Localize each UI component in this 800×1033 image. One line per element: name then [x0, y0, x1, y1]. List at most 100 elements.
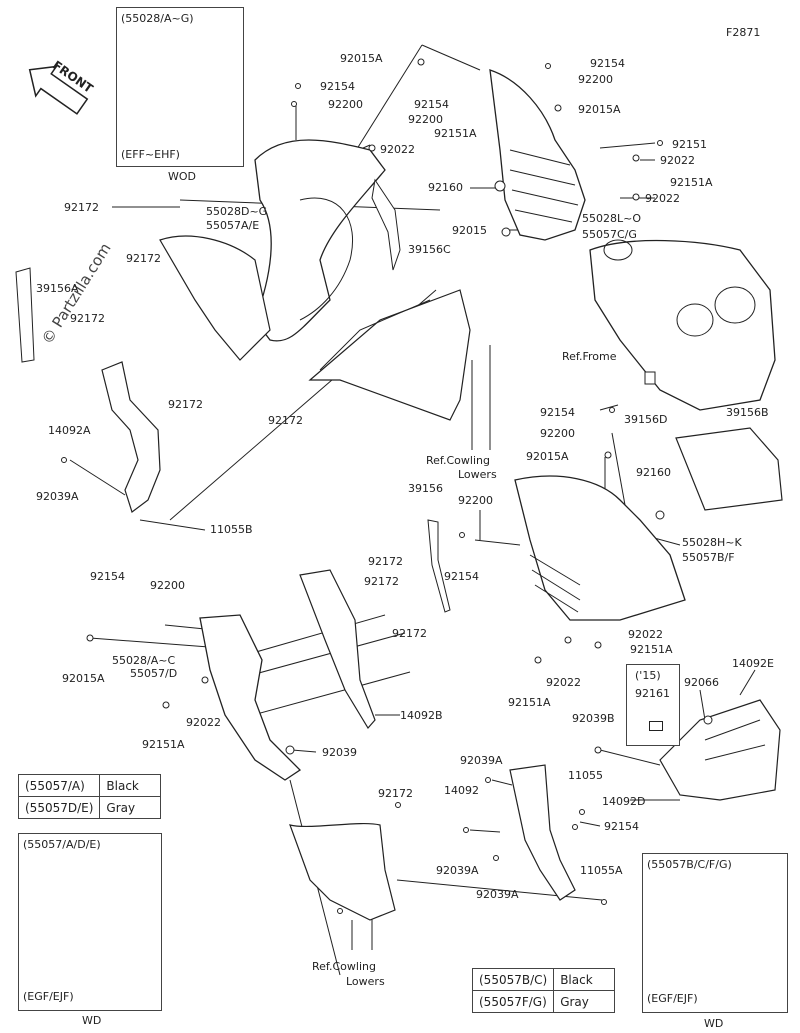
part-label: 92172	[392, 627, 427, 640]
part-label: 92200	[328, 98, 363, 111]
table-cell: Gray	[99, 796, 162, 819]
part-label: 14092B	[400, 709, 443, 722]
part-label: 55057C/G	[582, 228, 637, 241]
part-label: 92154	[540, 406, 575, 419]
part-label: 92022	[645, 192, 680, 205]
part-label: 14092	[444, 784, 479, 797]
table-cell: Gray	[553, 990, 616, 1013]
part-label: 92172	[70, 312, 105, 325]
part-label: 92172	[268, 414, 303, 427]
part-label: 92039A	[476, 888, 519, 901]
part-label: 92172	[368, 555, 403, 568]
table-cell: (55057F/G)	[471, 990, 555, 1013]
inset-variant-label: (EFF~EHF)	[121, 148, 180, 161]
part-label: 92154	[444, 570, 479, 583]
part-label: 92151	[672, 138, 707, 151]
part-label: 92172	[168, 398, 203, 411]
inset-part-label: (55057B/C/F/G)	[647, 858, 732, 871]
part-label: 92066	[684, 676, 719, 689]
inset-bottom-left: (55057/A/D/E) (EGF/EJF)	[18, 833, 162, 1011]
part-label: 92015A	[62, 672, 105, 685]
part-label: Lowers	[458, 468, 497, 481]
part-label: 92022	[660, 154, 695, 167]
part-label: 55057/D	[130, 667, 178, 680]
part-label: 92200	[578, 73, 613, 86]
part-label: 92151A	[434, 127, 477, 140]
part-label: 92160	[428, 181, 463, 194]
note-title: ('15)	[635, 669, 661, 682]
part-label: 39156D	[624, 413, 668, 426]
part-label: 92022	[380, 143, 415, 156]
part-label: 92200	[408, 113, 443, 126]
part-label: 55028H~K	[682, 536, 742, 549]
part-label: 11055B	[210, 523, 253, 536]
table-cell: Black	[99, 774, 162, 797]
color-table-left: (55057/A) Black (55057D/E) Gray	[17, 774, 162, 819]
inset-caption: WOD	[168, 170, 197, 183]
part-label: 92022	[186, 716, 221, 729]
part-label: 14092D	[602, 795, 646, 808]
part-label: 55028L~O	[582, 212, 641, 225]
part-label: 92039B	[572, 712, 615, 725]
part-label: 92039A	[436, 864, 479, 877]
table-row: (55057D/E) Gray	[17, 796, 162, 819]
part-label: 39156	[408, 482, 443, 495]
part-label: 92154	[414, 98, 449, 111]
part-label: Ref.Frome	[562, 350, 617, 363]
part-label: 39156B	[726, 406, 769, 419]
part-label: 92039	[322, 746, 357, 759]
part-label: 92172	[364, 575, 399, 588]
part-label: 14092A	[48, 424, 91, 437]
part-label: 92151A	[142, 738, 185, 751]
part-label: 92200	[540, 427, 575, 440]
part-label: Lowers	[346, 975, 385, 988]
part-label: 92200	[150, 579, 185, 592]
inset-variant-label: (EGF/EJF)	[23, 990, 74, 1003]
part-label: 92172	[126, 252, 161, 265]
part-label: 92151A	[670, 176, 713, 189]
part-label: 92015A	[526, 450, 569, 463]
part-label: 92015A	[578, 103, 621, 116]
part-label: 92154	[604, 820, 639, 833]
inset-note-15: ('15) 92161	[626, 664, 680, 746]
table-cell: (55057B/C)	[471, 968, 555, 991]
front-arrow-icon	[28, 65, 89, 115]
part-label: 92015A	[340, 52, 383, 65]
table-row: (55057B/C) Black	[471, 968, 616, 991]
inset-part-label: (55057/A/D/E)	[23, 838, 101, 851]
figure-code: F2871	[726, 26, 761, 39]
part-label: 92154	[90, 570, 125, 583]
inset-part-label: (55028/A~G)	[121, 12, 194, 25]
inset-top-left: (55028/A~G) (EFF~EHF)	[116, 7, 244, 167]
inset-caption: WD	[82, 1014, 102, 1027]
part-label: 92200	[458, 494, 493, 507]
part-label: Ref.Cowling	[312, 960, 376, 973]
part-label: 92154	[320, 80, 355, 93]
table-cell: (55057D/E)	[17, 796, 101, 819]
part-label: 92022	[628, 628, 663, 641]
part-label: 11055	[568, 769, 603, 782]
part-label: 92154	[590, 57, 625, 70]
part-label: 92039A	[36, 490, 79, 503]
inset-caption: WD	[704, 1017, 724, 1030]
table-cell: Black	[553, 968, 616, 991]
part-label: 92015	[452, 224, 487, 237]
inset-variant-label: (EGF/EJF)	[647, 992, 698, 1005]
table-row: (55057/A) Black	[17, 774, 162, 797]
table-cell: (55057/A)	[17, 774, 101, 797]
part-label: 92172	[64, 201, 99, 214]
color-table-right: (55057B/C) Black (55057F/G) Gray	[471, 968, 616, 1013]
note-part: 92161	[635, 687, 670, 700]
part-label: 39156A	[36, 282, 79, 295]
part-label: 92039A	[460, 754, 503, 767]
part-label: 55028D~G	[206, 205, 268, 218]
part-label: Ref.Cowling	[426, 454, 490, 467]
part-label: 55057A/E	[206, 219, 260, 232]
part-label: 39156C	[408, 243, 451, 256]
part-92161-icon	[649, 721, 663, 731]
part-label: 92160	[636, 466, 671, 479]
part-label: 92151A	[508, 696, 551, 709]
table-row: (55057F/G) Gray	[471, 990, 616, 1013]
part-label: 11055A	[580, 864, 623, 877]
